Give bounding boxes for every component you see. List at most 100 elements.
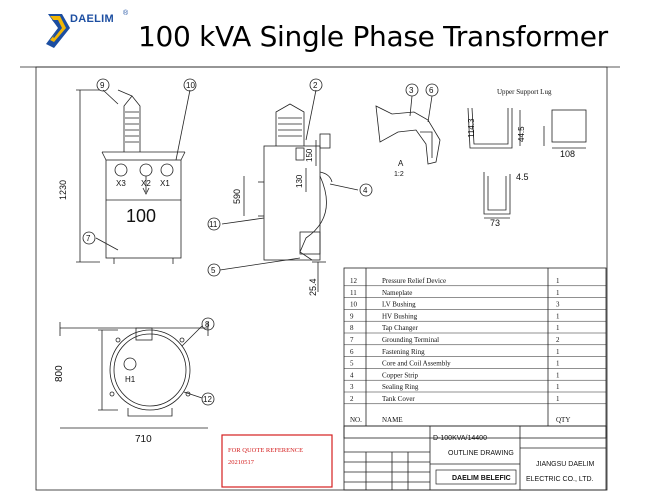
- dim-590: 590: [232, 189, 242, 204]
- upper-support-lug-label: Upper Support Lug: [497, 88, 552, 96]
- parts-cell-name: Grounding Terminal: [382, 336, 439, 344]
- parts-cell-name: Pressure Relief Device: [382, 277, 446, 285]
- dim-130: 130: [295, 174, 304, 188]
- quote-reference-stamp: FOR QUOTE REFERENCE 20210517: [221, 434, 333, 488]
- parts-table-header: NO. NAME QTY: [350, 416, 570, 424]
- balloon-7: 7: [86, 234, 91, 243]
- parts-cell-qty: 1: [556, 348, 560, 356]
- parts-cell-qty: 1: [556, 383, 560, 391]
- dim-4-5: 4.5: [516, 172, 529, 182]
- logo-text: DAELIM: [70, 13, 114, 25]
- upper-support-lug: [467, 107, 587, 219]
- detail-a: [375, 105, 441, 165]
- parts-cell-no: 12: [350, 277, 358, 285]
- parts-cell-name: Fastening Ring: [382, 348, 425, 356]
- terminal-x2: X2: [141, 179, 151, 188]
- parts-cell-no: 6: [350, 348, 354, 356]
- balloon-4: 4: [363, 186, 368, 195]
- detail-a-scale: 1:2: [394, 171, 404, 178]
- parts-header-no: NO.: [350, 416, 362, 424]
- parts-table-frame: [343, 267, 607, 439]
- parts-cell-name: Tank Cover: [382, 395, 415, 403]
- parts-table-row: 4 Copper Strip 1: [350, 371, 560, 379]
- parts-table-row: 7 Grounding Terminal 2: [350, 336, 560, 344]
- balloon-6: 6: [429, 86, 434, 95]
- parts-cell-no: 3: [350, 383, 354, 391]
- header: DAELIM ® 100 kVA Single Phase Transforme…: [0, 0, 645, 62]
- parts-cell-no: 4: [350, 371, 354, 379]
- stamp-line-1: FOR QUOTE REFERENCE: [228, 447, 303, 454]
- parts-cell-name: Copper Strip: [382, 371, 418, 379]
- parts-cell-qty: 1: [556, 312, 560, 320]
- parts-cell-qty: 2: [556, 336, 560, 344]
- parts-cell-name: Core and Coil Assembly: [382, 360, 451, 368]
- parts-table-row: 12 Pressure Relief Device 1: [350, 277, 560, 285]
- balloon-12: 12: [203, 395, 212, 404]
- stamp-line-2: 20210517: [228, 459, 255, 466]
- balloon-9: 9: [100, 81, 105, 90]
- balloon-3: 3: [409, 86, 414, 95]
- parts-cell-qty: 1: [556, 395, 560, 403]
- parts-cell-qty: 1: [556, 360, 560, 368]
- parts-table-row: 8 Tap Changer 1: [350, 324, 560, 332]
- dim-44-5: 44.5: [517, 126, 526, 142]
- parts-cell-name: HV Bushing: [382, 312, 418, 320]
- terminal-x3: X3: [116, 179, 126, 188]
- parts-cell-qty: 1: [556, 371, 560, 379]
- dim-150: 150: [305, 148, 314, 162]
- page-title: 100 kVA Single Phase Transformer: [138, 20, 608, 53]
- parts-table-row: 2 Tank Cover 1: [350, 395, 560, 403]
- dim-710: 710: [135, 434, 152, 445]
- parts-cell-no: 2: [350, 395, 354, 403]
- parts-cell-no: 10: [350, 301, 358, 309]
- parts-header-qty: QTY: [556, 416, 570, 424]
- title-block-frame: [343, 425, 607, 491]
- balloon-8: 8: [205, 320, 210, 329]
- parts-cell-qty: 1: [556, 289, 560, 297]
- parts-cell-qty: 3: [556, 301, 560, 309]
- parts-cell-name: LV Bushing: [382, 301, 416, 309]
- balloon-10: 10: [186, 81, 195, 90]
- parts-cell-name: Sealing Ring: [382, 383, 419, 391]
- parts-cell-no: 7: [350, 336, 354, 344]
- parts-cell-no: 5: [350, 360, 354, 368]
- balloon-5: 5: [211, 266, 216, 275]
- parts-header-name: NAME: [382, 416, 403, 424]
- parts-table-row: 9 HV Bushing 1: [350, 312, 560, 320]
- side-view: [243, 103, 333, 292]
- dim-800: 800: [54, 365, 65, 382]
- parts-cell-name: Tap Changer: [382, 324, 419, 332]
- front-view: [76, 89, 186, 264]
- registered-mark: ®: [123, 10, 129, 17]
- parts-table-row: 5 Core and Coil Assembly 1: [350, 360, 560, 368]
- dim-108: 108: [560, 149, 575, 159]
- daelim-logo: [46, 14, 70, 48]
- parts-table-row: 11 Nameplate 1: [350, 289, 560, 297]
- dim-1230: 1230: [58, 180, 68, 200]
- parts-cell-qty: 1: [556, 324, 560, 332]
- dim-114-3: 114.3: [467, 118, 476, 138]
- parts-cell-name: Nameplate: [382, 289, 412, 297]
- kva-marking: 100: [126, 206, 156, 226]
- dim-73: 73: [490, 218, 500, 228]
- drawing-name: OUTLINE DRAWING: [448, 450, 514, 457]
- balloon-2: 2: [313, 81, 318, 90]
- terminal-x1: X1: [160, 179, 170, 188]
- dim-25-4: 25.4: [308, 278, 318, 296]
- detail-a-label: A: [398, 159, 404, 168]
- bushing-h1: H1: [125, 375, 136, 384]
- parts-cell-no: 9: [350, 312, 354, 320]
- company-line-2: ELECTRIC CO., LTD.: [526, 476, 594, 483]
- parts-table-row: 6 Fastening Ring 1: [350, 348, 560, 356]
- company-line-1: JIANGSU DAELIM: [536, 461, 595, 468]
- parts-cell-no: 11: [350, 289, 357, 297]
- brand-name: DAELIM BELEFIC: [452, 475, 511, 482]
- parts-cell-no: 8: [350, 324, 354, 332]
- parts-cell-qty: 1: [556, 277, 560, 285]
- parts-table-row: 10 LV Bushing 3: [350, 301, 560, 309]
- parts-table-row: 3 Sealing Ring 1: [350, 383, 560, 391]
- balloon-11: 11: [209, 220, 218, 229]
- drawing-number: D-100KVA/14400: [433, 435, 487, 442]
